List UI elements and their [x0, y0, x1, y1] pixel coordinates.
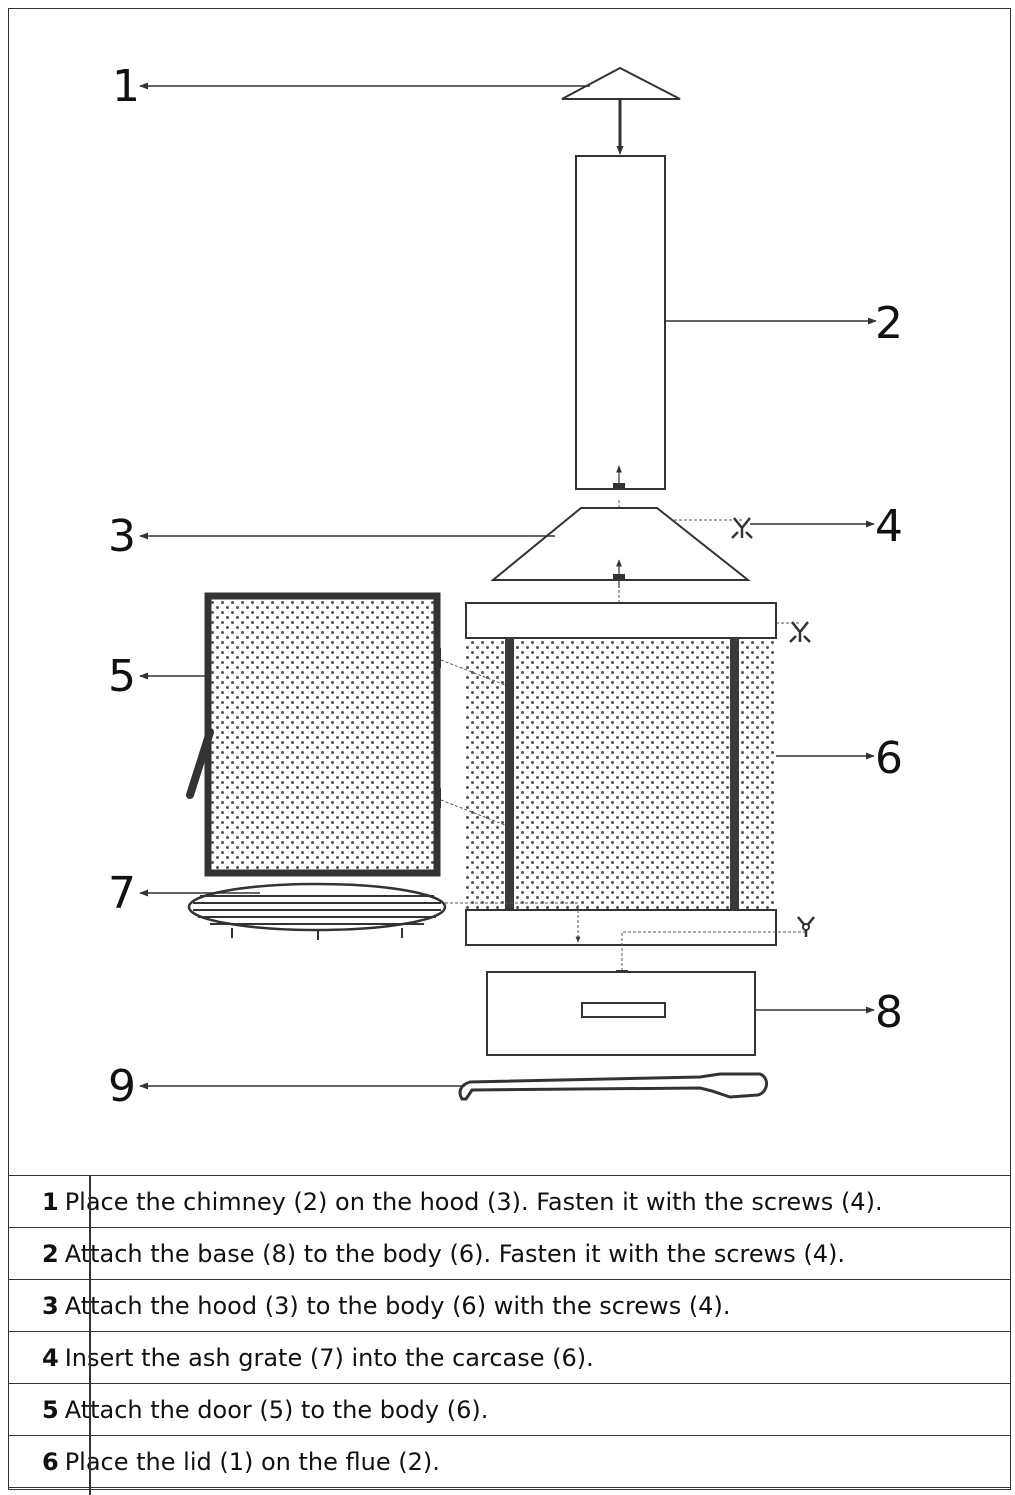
lid-part — [561, 66, 681, 155]
callout-5: 5 — [108, 651, 136, 702]
ash-grate-part — [187, 882, 581, 943]
step-number: 5 — [42, 1395, 59, 1424]
step-number: 4 — [42, 1343, 59, 1372]
door-part — [186, 592, 506, 877]
callout-6: 6 — [875, 733, 903, 784]
step-text: Attach the hood (3) to the body (6) with… — [64, 1291, 731, 1320]
callout-2: 2 — [875, 298, 903, 349]
callout-1: 1 — [112, 61, 140, 112]
callout-4: 4 — [875, 501, 903, 552]
wing-screw-icon — [731, 517, 753, 539]
step-text: Place the lid (1) on the flue (2). — [64, 1447, 440, 1476]
callout-3: 3 — [108, 511, 136, 562]
wing-screw-icon — [789, 621, 811, 643]
step-number: 2 — [42, 1239, 59, 1268]
exploded-assembly-diagram: 1 2 3 4 5 6 7 8 9 — [108, 61, 903, 1112]
step-text: Insert the ash grate (7) into the carcas… — [64, 1343, 594, 1372]
body-part — [465, 602, 777, 946]
callout-8: 8 — [875, 987, 903, 1038]
step-number: 6 — [42, 1447, 59, 1476]
base-part — [486, 971, 756, 1056]
step-number: 1 — [42, 1187, 59, 1216]
step-text: Attach the base (8) to the body (6). Fas… — [64, 1239, 846, 1268]
step-text: Attach the door (5) to the body (6). — [64, 1395, 489, 1424]
callout-7: 7 — [108, 868, 136, 919]
callout-9: 9 — [108, 1061, 136, 1112]
chimney-part — [575, 155, 666, 490]
diagram-frame — [8, 8, 1011, 1490]
poker-tool-part — [458, 1072, 768, 1101]
wing-screw-icon — [797, 916, 815, 937]
step-number: 3 — [42, 1291, 59, 1320]
table-column-divider — [89, 1175, 91, 1495]
step-text: Place the chimney (2) on the hood (3). F… — [64, 1187, 883, 1216]
hood-part — [490, 507, 751, 581]
